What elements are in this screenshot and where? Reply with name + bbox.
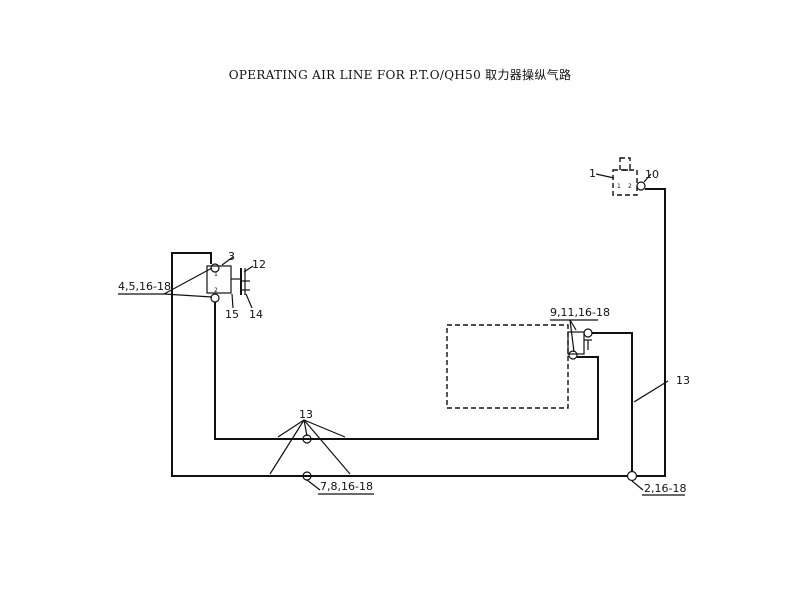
- port-mark: 2: [628, 183, 632, 190]
- control-valve-1: 1 2: [612, 157, 638, 196]
- label-10: 10: [645, 168, 659, 181]
- label-14: 14: [249, 308, 263, 321]
- label-2-16-18: 2,16-18: [644, 482, 686, 495]
- label-12: 12: [252, 258, 266, 271]
- page-title: OPERATING AIR LINE FOR P.T.O/QH50 取力器操纵气…: [228, 68, 572, 82]
- tee-2: [626, 470, 638, 482]
- fitting-10: [636, 181, 646, 191]
- label-13-right: 13: [676, 374, 690, 387]
- pto-cylinder-3: 1 2: [206, 265, 250, 295]
- valve-9: [567, 331, 592, 355]
- port-mark: 2: [214, 287, 218, 294]
- label-9-11-16-18: 9,11,16-18: [550, 306, 610, 319]
- label-13-center: 13: [299, 408, 313, 421]
- label-7-8-16-18: 7,8,16-18: [320, 480, 373, 493]
- label-4-5-16-18: 4,5,16-18: [118, 280, 171, 293]
- label-15: 15: [225, 308, 239, 321]
- port-mark: 1: [617, 183, 621, 190]
- fitting-valve9-top: [583, 328, 593, 338]
- gearbox-outline: [446, 324, 569, 409]
- air-lines: [171, 188, 666, 477]
- fitting-valve9-bottom: [568, 350, 578, 360]
- port-mark: 1: [214, 271, 218, 278]
- label-3: 3: [228, 250, 235, 263]
- label-1: 1: [589, 167, 596, 180]
- fitting-lower: [210, 293, 220, 303]
- leader-lines: [118, 173, 685, 496]
